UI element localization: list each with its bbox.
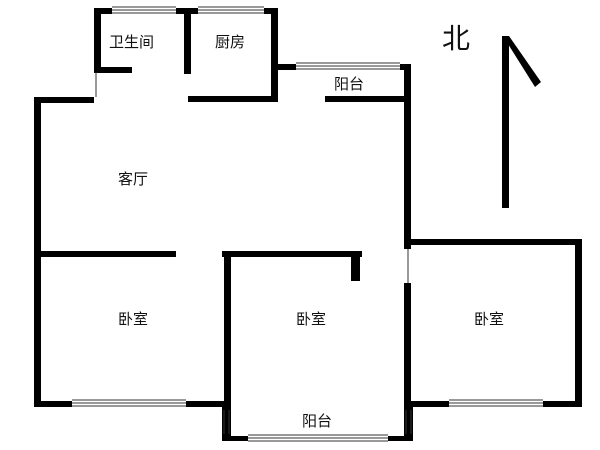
window-bedroom-east (449, 399, 543, 408)
wall-bedroom-e-top (404, 239, 582, 245)
room-label-bedroom-center: 卧室 (296, 310, 326, 328)
wall-bedroom-c-door-stub (351, 251, 360, 281)
wall-living-bottom-left (34, 251, 176, 257)
wall-bottom-west (34, 401, 72, 407)
wall-bath-bottom-left (94, 67, 132, 73)
north-arrow-head (503, 36, 541, 87)
wall-bedroom-c-east (404, 283, 411, 407)
room-label-living-room: 客厅 (118, 170, 148, 188)
window-bedroom-west (72, 399, 186, 408)
room-label-balcony-south: 阳台 (302, 412, 332, 430)
room-label-kitchen: 厨房 (215, 33, 245, 51)
wall-bath-west (94, 8, 101, 72)
room-label-bedroom-west: 卧室 (118, 310, 148, 328)
wall-east (575, 239, 582, 407)
wall-kitchen-bottom (188, 96, 278, 102)
window-balcony-south-west-side (223, 410, 230, 434)
wall-kitchen-east (271, 8, 278, 102)
door-frames (95, 72, 409, 283)
room-label-balcony-north: 阳台 (334, 75, 364, 93)
wall-balcony-s-west (222, 401, 231, 441)
window-balcony-south (248, 434, 388, 443)
wall-balcony-s-bottom-right (388, 436, 413, 441)
north-arrow (502, 36, 541, 208)
wall-living-bottom-right (222, 251, 362, 257)
north-arrow-shaft (502, 36, 509, 208)
wall-living-top (34, 97, 94, 103)
north-label: 北 (442, 22, 470, 55)
wall-balcony-s-bottom-left (222, 436, 248, 441)
window-balcony-south-east-side (405, 410, 412, 434)
window-bathroom (112, 6, 176, 15)
wall-bedroom-c-west (224, 251, 231, 407)
wall-bath-kitchen-divider (184, 8, 191, 74)
room-label-bedroom-east: 卧室 (474, 310, 504, 328)
wall-bottom-mid (186, 401, 231, 407)
wall-bottom-east-right (543, 401, 582, 407)
room-label-bathroom: 卫生间 (109, 33, 154, 51)
wall-living-east (404, 64, 411, 249)
windows (72, 6, 543, 443)
walls (34, 8, 582, 441)
window-balcony-north (296, 62, 400, 71)
wall-balcony-n-bottom (325, 96, 411, 102)
window-kitchen (198, 6, 264, 15)
wall-balcony-s-east (404, 401, 413, 441)
wall-bottom-east-left (404, 401, 449, 407)
